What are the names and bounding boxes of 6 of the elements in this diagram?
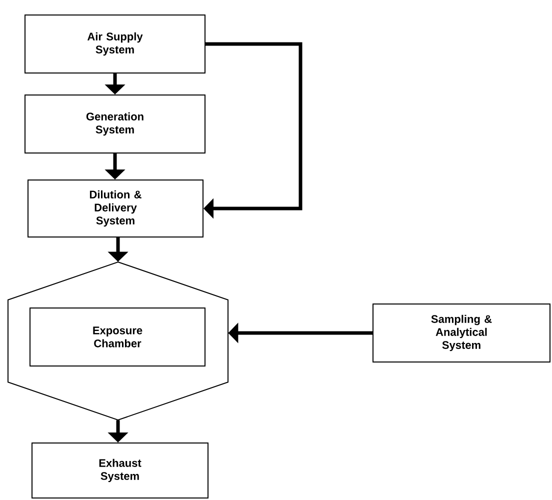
process-box: Generation System: [24, 94, 206, 154]
process-box: Air Supply System: [24, 14, 206, 74]
process-box: Dilution & Delivery System: [28, 180, 204, 238]
process-box: Exhaust System: [32, 442, 208, 498]
process-box: Sampling & Analytical System: [372, 303, 550, 362]
chamber-box: Exposure Chamber: [30, 307, 206, 366]
